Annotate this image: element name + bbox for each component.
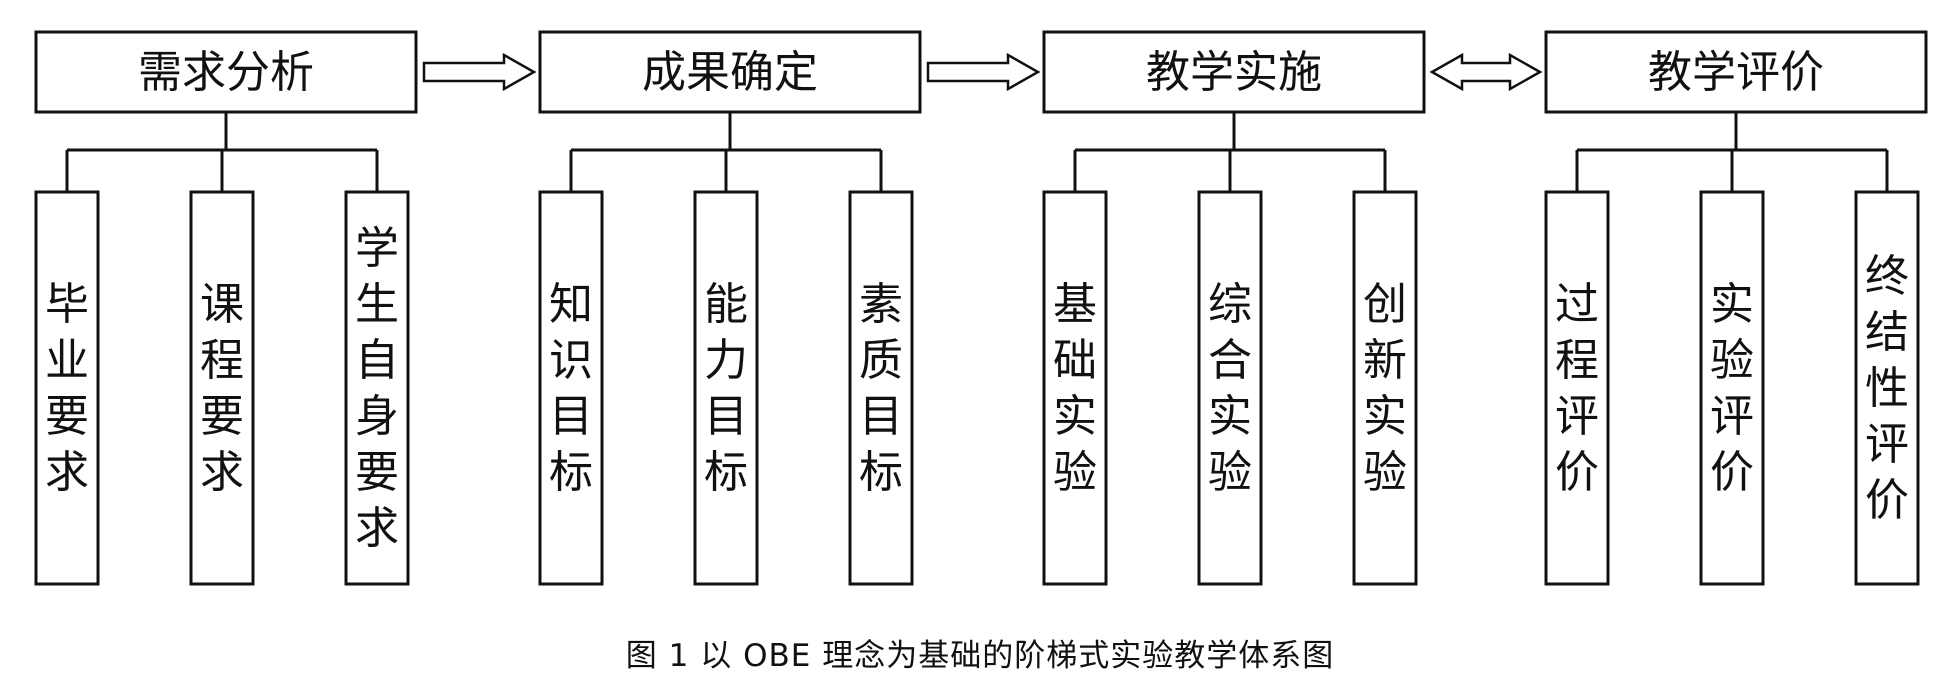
sub-box xyxy=(1042,190,1108,586)
stage-box xyxy=(1042,30,1426,114)
sub-item: 学生自身要求 xyxy=(344,190,410,586)
sub-item: 基础实验 xyxy=(1042,190,1108,586)
sub-label: 课程要求 xyxy=(200,279,244,498)
stage-box xyxy=(538,30,922,114)
sub-item: 实验评价 xyxy=(1699,190,1765,586)
sub-item: 综合实验 xyxy=(1197,190,1263,586)
sub-box xyxy=(848,190,914,586)
sub-label: 实验评价 xyxy=(1710,279,1754,498)
figure-caption: 图 1 以 OBE 理念为基础的阶梯式实验教学体系图 xyxy=(625,638,1335,674)
sub-item: 过程评价 xyxy=(1544,190,1610,586)
sub-box xyxy=(1544,190,1610,586)
stage-title: 需求分析 xyxy=(138,47,314,98)
sub-box xyxy=(34,190,100,586)
stage-box xyxy=(34,30,418,114)
stage-title: 教学评价 xyxy=(1648,47,1824,98)
sub-item: 终结性评价 xyxy=(1854,190,1920,586)
sub-item: 知识目标 xyxy=(538,190,604,586)
sub-label: 学生自身要求 xyxy=(355,223,399,554)
sub-label: 毕业要求 xyxy=(45,279,89,498)
sub-item: 能力目标 xyxy=(693,190,759,586)
double-arrow-icon xyxy=(1429,52,1543,92)
sub-item: 毕业要求 xyxy=(34,190,100,586)
sub-item: 创新实验 xyxy=(1352,190,1418,586)
sub-label: 素质目标 xyxy=(859,279,903,498)
sub-item: 素质目标 xyxy=(848,190,914,586)
right-arrow-icon xyxy=(926,52,1041,92)
sub-label: 能力目标 xyxy=(704,279,748,498)
sub-box xyxy=(189,190,255,586)
sub-label: 综合实验 xyxy=(1208,279,1252,498)
sub-box xyxy=(538,190,604,586)
right-arrow-icon xyxy=(422,52,537,92)
sub-label: 创新实验 xyxy=(1363,279,1407,498)
sub-box xyxy=(1699,190,1765,586)
stage-title: 成果确定 xyxy=(642,47,818,98)
sub-box xyxy=(344,190,410,586)
sub-label: 知识目标 xyxy=(549,279,593,498)
sub-box xyxy=(1197,190,1263,586)
sub-label: 终结性评价 xyxy=(1865,251,1909,526)
sub-label: 基础实验 xyxy=(1053,279,1097,498)
sub-box xyxy=(693,190,759,586)
sub-box xyxy=(1352,190,1418,586)
sub-box xyxy=(1854,190,1920,586)
sub-item: 课程要求 xyxy=(189,190,255,586)
sub-label: 过程评价 xyxy=(1555,279,1599,498)
stage-title: 教学实施 xyxy=(1146,47,1322,98)
stage-connectors xyxy=(422,52,1543,92)
